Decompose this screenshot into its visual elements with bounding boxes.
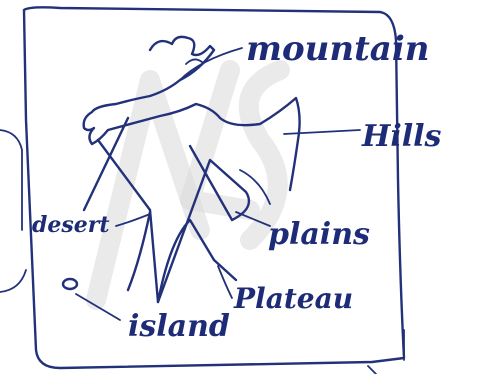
label-hills: Hills xyxy=(361,119,442,154)
plains-zigzag-2 xyxy=(128,212,236,302)
left-brace-top xyxy=(0,130,22,230)
watermark xyxy=(96,70,280,300)
label-plateau: Plateau xyxy=(233,282,353,315)
hills-pointer xyxy=(284,130,360,134)
mountain-peak-line xyxy=(186,59,202,64)
label-desert: desert xyxy=(32,212,110,238)
left-brace-bottom xyxy=(0,270,26,292)
island-shape xyxy=(63,279,77,289)
bottom-tick xyxy=(368,366,376,374)
label-island: island xyxy=(128,309,230,344)
label-mountain: mountain xyxy=(246,29,429,69)
label-plains: plains xyxy=(268,217,370,252)
